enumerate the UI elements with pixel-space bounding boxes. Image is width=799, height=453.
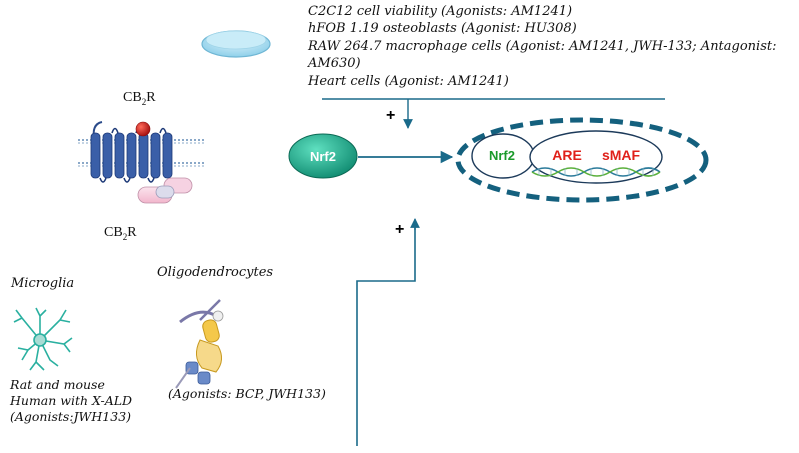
microglia-line-human: Human with X-ALD (10, 393, 133, 408)
model-line-hfob: hFOB 1.19 osteoblasts (Agonist: HU308) (308, 21, 577, 36)
oligodendrocytes-agonists: (Agonists: BCP, JWH133) (168, 386, 326, 401)
nucleus-complex: Nrf2 ARE sMAF (455, 117, 709, 203)
smaf-label: sMAF (602, 147, 641, 163)
nucleus-nrf2-label: Nrf2 (489, 148, 515, 163)
petri-dish-icon (201, 30, 271, 58)
bottom-connector-arrow (356, 218, 420, 446)
model-line-raw: RAW 264.7 macrophage cells (Agonist: AM1… (308, 39, 777, 54)
microglia-line-agonists: (Agonists:JWH133) (10, 409, 132, 424)
top-connector-arrow (322, 98, 665, 129)
dna-helix-icon (531, 167, 661, 177)
microglia-title: Microglia (11, 276, 75, 291)
model-line-heart: Heart cells (Agonist: AM1241) (308, 74, 509, 89)
model-line-raw-cont: AM630) (308, 56, 361, 71)
oligodendrocytes-title: Oligodendrocytes (157, 265, 274, 280)
nrf2-cytoplasm-node: Nrf2 (288, 133, 358, 179)
plus-sign-top: + (386, 107, 396, 124)
are-label: ARE (552, 147, 582, 163)
model-line-c2c12: C2C12 cell viability (Agonists: AM1241) (308, 4, 573, 19)
cb2r-label-top: CB2R (123, 90, 156, 107)
cb2-receptor-icon (78, 121, 205, 204)
cb2r-label-bottom: CB2R (104, 225, 137, 242)
nrf2-cytoplasm-label: Nrf2 (310, 149, 336, 164)
microglia-line-rat: Rat and mouse (10, 377, 105, 392)
microglia-cell-icon (13, 307, 73, 371)
oligodendrocyte-cell-icon (175, 299, 224, 389)
plus-sign-bottom: + (395, 221, 405, 238)
